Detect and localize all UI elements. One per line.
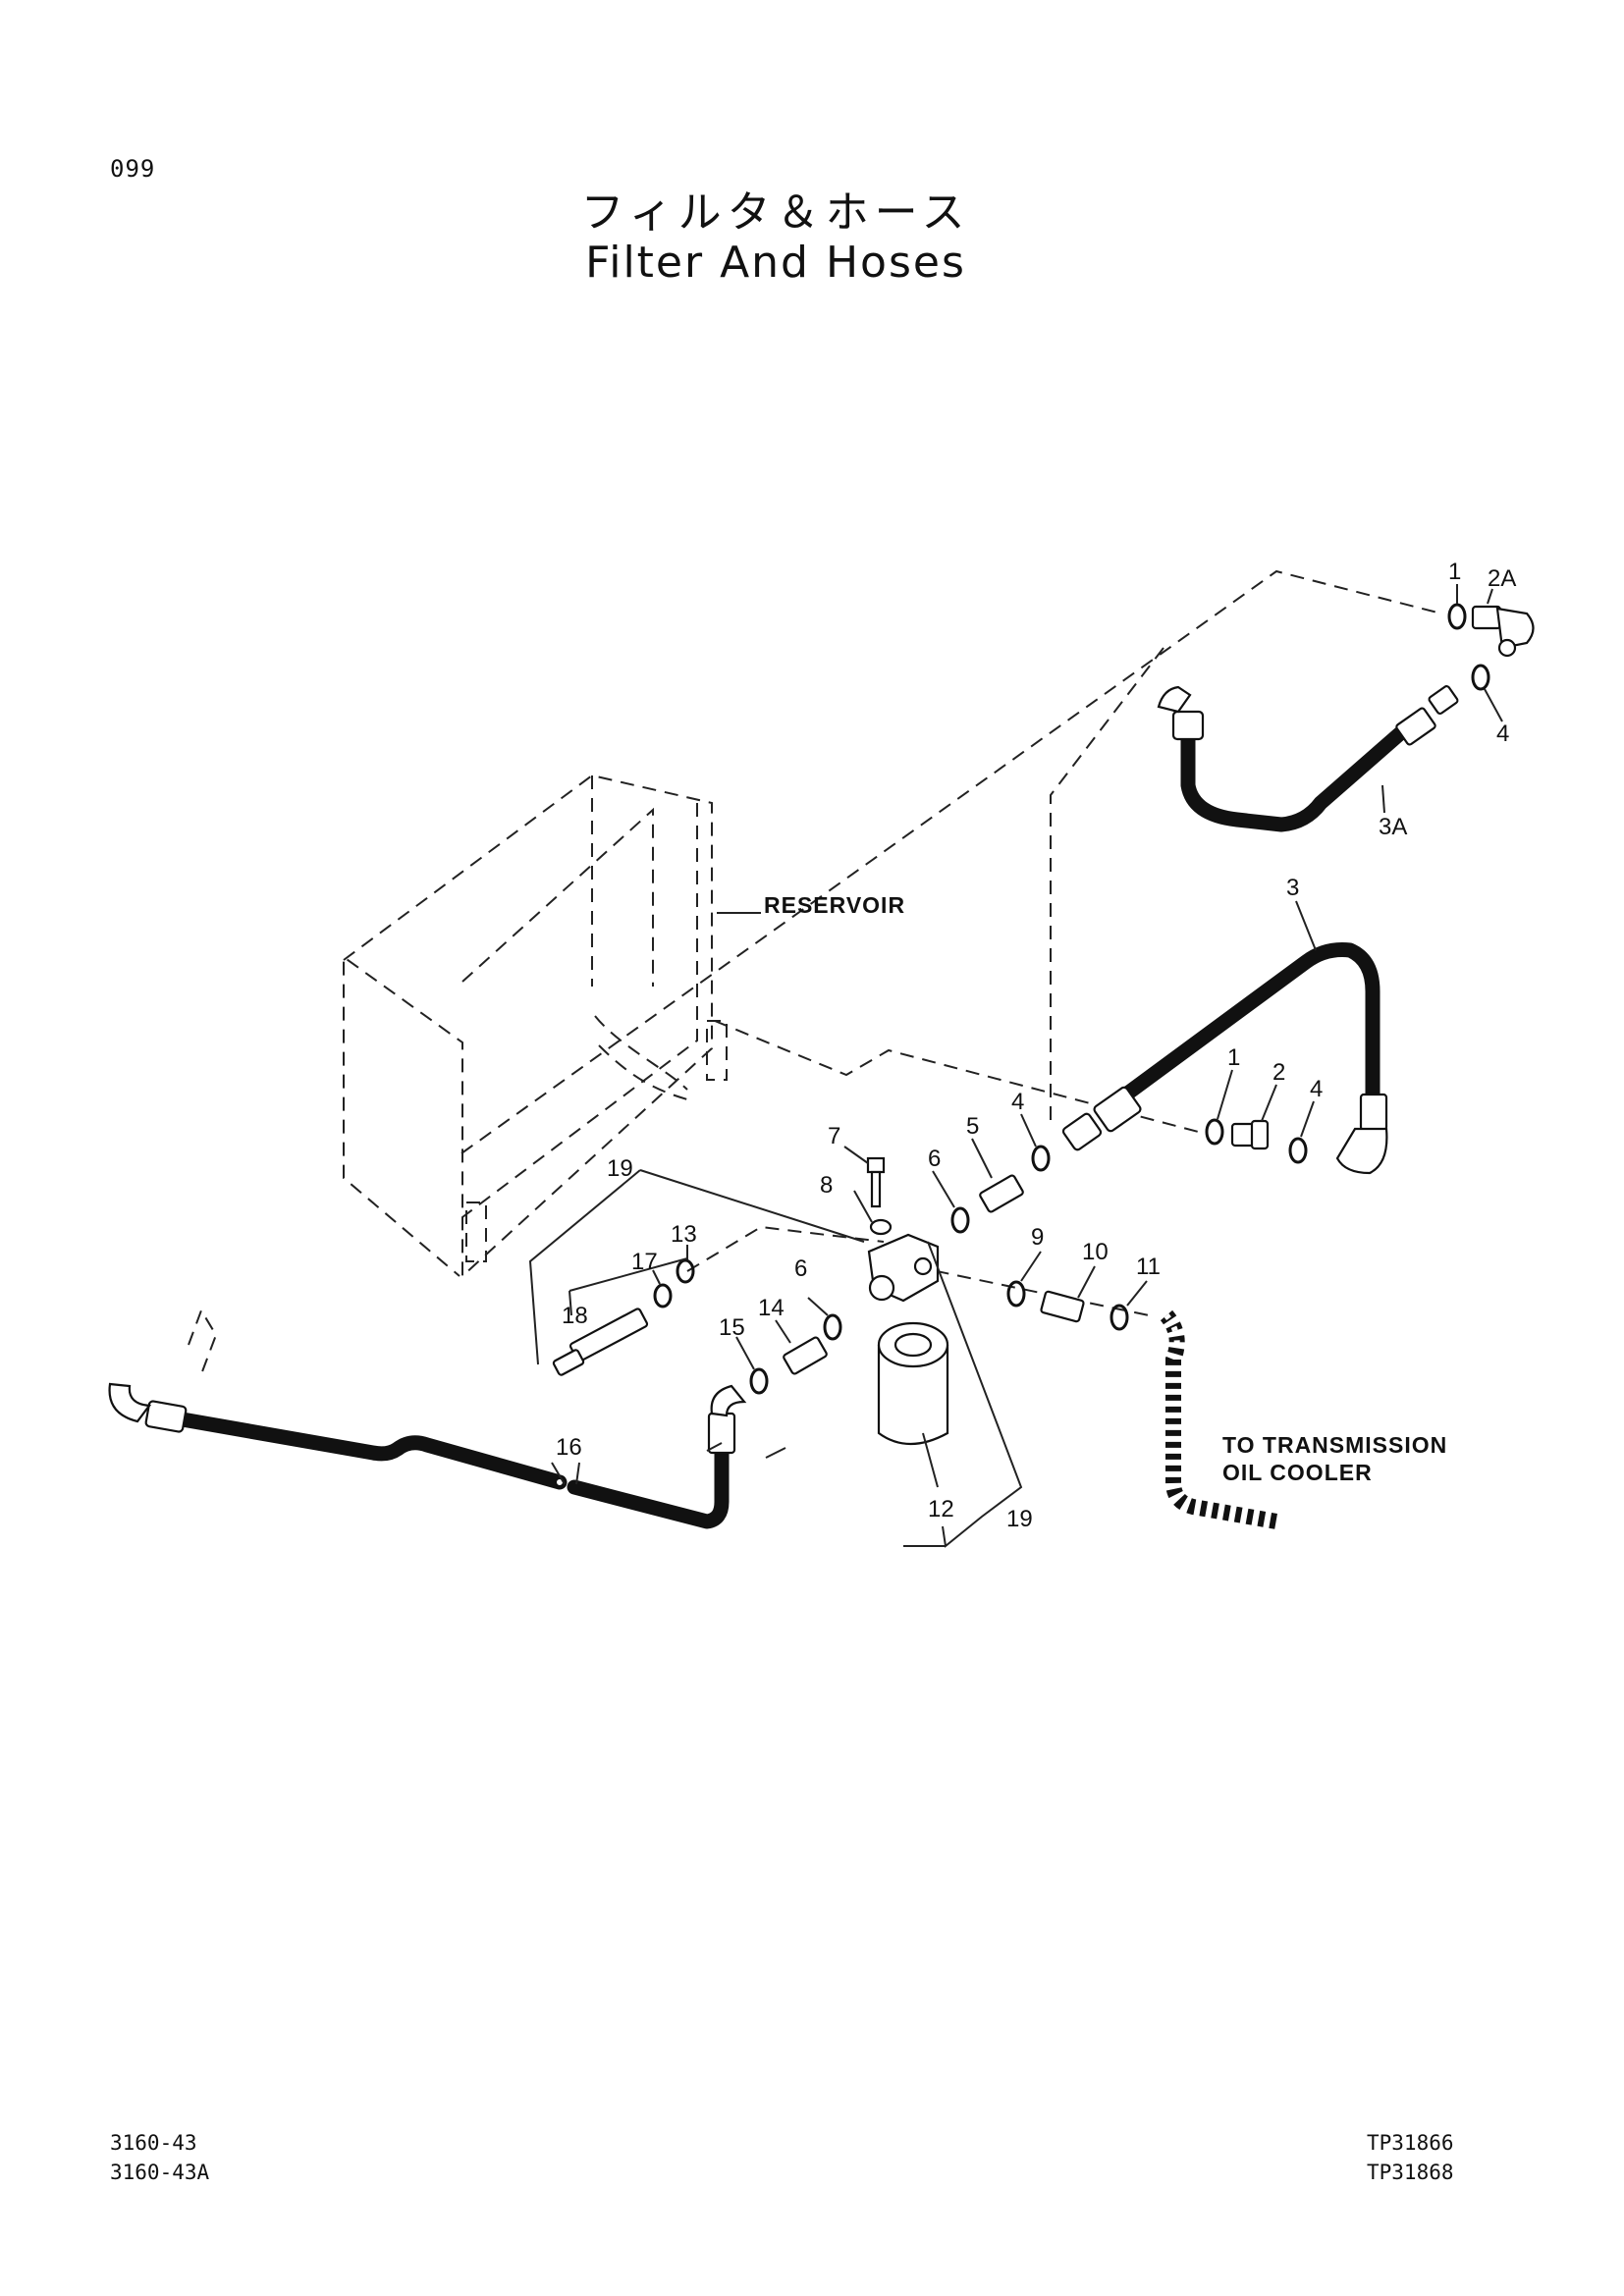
filter-head bbox=[867, 1233, 940, 1303]
o-ring-13 bbox=[676, 1258, 695, 1284]
elbow-fitting-2A bbox=[1471, 605, 1535, 658]
label-part-19-bottom: 19 bbox=[1006, 1506, 1033, 1532]
hose-3A bbox=[1157, 685, 1459, 832]
connector-10 bbox=[1040, 1290, 1085, 1323]
fitting-18 bbox=[552, 1308, 649, 1376]
hose-3 bbox=[1061, 942, 1388, 1175]
label-part-1-top: 1 bbox=[1448, 559, 1461, 585]
hose-16-end-dashed bbox=[188, 1308, 218, 1375]
connector-2 bbox=[1230, 1119, 1270, 1150]
label-part-15: 15 bbox=[719, 1314, 745, 1341]
o-ring-9 bbox=[1006, 1280, 1026, 1308]
leader-lines bbox=[528, 584, 1503, 1548]
label-part-5: 5 bbox=[966, 1113, 979, 1140]
page-title-english: Filter And Hoses bbox=[585, 238, 966, 288]
label-part-7: 7 bbox=[828, 1123, 840, 1149]
footer-left-codes: 3160-43 3160-43A bbox=[110, 2128, 209, 2187]
label-part-4-top: 4 bbox=[1496, 721, 1509, 747]
transmission-oil-cooler-line bbox=[1160, 1309, 1278, 1529]
label-part-2: 2 bbox=[1272, 1059, 1285, 1086]
transmission-label-line1: TO TRANSMISSION bbox=[1222, 1432, 1447, 1458]
reservoir-label: RESERVOIR bbox=[764, 892, 905, 918]
label-part-4-left: 4 bbox=[1011, 1089, 1024, 1115]
o-ring-11 bbox=[1110, 1304, 1129, 1331]
footer-left-code-2: 3160-43A bbox=[110, 2161, 210, 2184]
label-part-16: 16 bbox=[556, 1434, 582, 1461]
fitting-14 bbox=[783, 1336, 828, 1375]
transmission-label-line2: OIL COOLER bbox=[1222, 1460, 1373, 1485]
label-part-18: 18 bbox=[562, 1303, 588, 1329]
label-part-2A: 2A bbox=[1488, 565, 1516, 592]
o-ring-15 bbox=[749, 1367, 769, 1395]
o-ring-6-bottom bbox=[823, 1313, 842, 1341]
label-part-6-top: 6 bbox=[928, 1146, 941, 1172]
footer-right-codes: TP31866 TP31868 bbox=[1367, 2128, 1454, 2187]
label-part-17: 17 bbox=[631, 1249, 658, 1275]
label-part-19-top: 19 bbox=[607, 1155, 633, 1182]
label-part-3A: 3A bbox=[1379, 814, 1407, 840]
routing-dashed-lines bbox=[460, 569, 1442, 1316]
filter-element-12 bbox=[877, 1321, 949, 1445]
label-part-1-mid: 1 bbox=[1227, 1044, 1240, 1071]
label-part-14: 14 bbox=[758, 1295, 785, 1321]
o-ring-4-top bbox=[1471, 664, 1490, 691]
label-part-10: 10 bbox=[1082, 1239, 1109, 1265]
o-ring-4-right bbox=[1288, 1137, 1308, 1164]
footer-right-code-2: TP31868 bbox=[1367, 2161, 1454, 2184]
washer-8 bbox=[869, 1218, 893, 1236]
reservoir-outline bbox=[343, 774, 728, 1279]
label-part-8: 8 bbox=[820, 1172, 833, 1199]
label-part-9: 9 bbox=[1031, 1224, 1044, 1251]
o-ring-17 bbox=[653, 1283, 673, 1308]
page-title-japanese: フィルタ＆ホース bbox=[580, 187, 971, 238]
footer-left-code-1: 3160-43 bbox=[110, 2131, 197, 2155]
label-part-12: 12 bbox=[928, 1496, 954, 1522]
o-ring-4-left bbox=[1031, 1145, 1051, 1172]
o-ring-6-top bbox=[950, 1206, 970, 1234]
label-part-11: 11 bbox=[1136, 1254, 1161, 1280]
o-ring-1-mid bbox=[1205, 1118, 1224, 1146]
footer-right-code-1: TP31866 bbox=[1367, 2131, 1454, 2155]
label-part-6-bottom: 6 bbox=[794, 1255, 807, 1282]
label-part-3: 3 bbox=[1286, 875, 1299, 901]
label-part-4-right: 4 bbox=[1310, 1076, 1323, 1102]
connector-5 bbox=[979, 1174, 1024, 1213]
bolt-7 bbox=[866, 1156, 886, 1208]
hose-16 bbox=[108, 1382, 747, 1529]
o-ring-1-top bbox=[1447, 603, 1467, 630]
page-number: 099 bbox=[110, 155, 156, 183]
label-part-13: 13 bbox=[671, 1221, 697, 1248]
